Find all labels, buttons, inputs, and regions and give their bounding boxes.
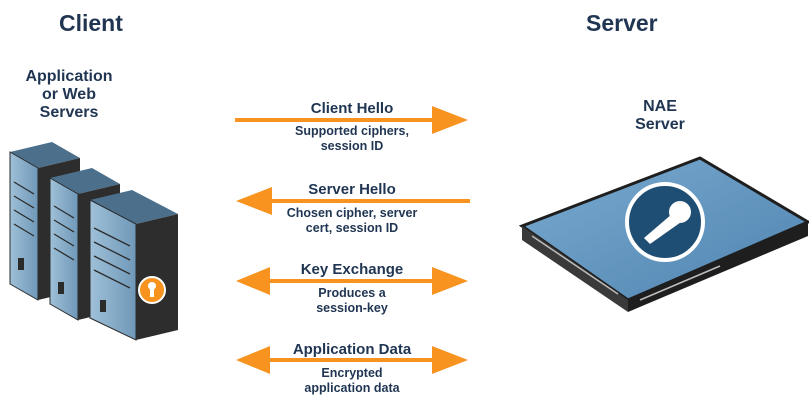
message-detail: Produces a session-key (316, 286, 388, 315)
message-detail: Chosen cipher, server cert, session ID (286, 206, 418, 235)
message-title: Server Hello (308, 181, 396, 198)
message-detail: Supported ciphers, session ID (295, 124, 409, 153)
server-device-label: NAE Server (635, 98, 685, 133)
keyhole-icon (625, 182, 705, 262)
message-title: Client Hello (310, 100, 394, 117)
message-title: Application Data (292, 341, 412, 358)
key-exchange-arrow (236, 267, 468, 295)
appliance-icon (518, 156, 809, 312)
server-rack-icon (9, 142, 178, 341)
client-column-title: Client (59, 10, 123, 36)
server-hello-arrow (236, 187, 470, 215)
message-title: Key Exchange (300, 261, 404, 278)
application-data-arrow (236, 346, 468, 374)
client-device-label: Application or Web Servers (25, 68, 113, 121)
server-column-title: Server (586, 10, 658, 36)
message-detail: Encrypted application data (304, 366, 400, 395)
message-arrows (235, 106, 470, 374)
client-hello-arrow (235, 106, 468, 134)
